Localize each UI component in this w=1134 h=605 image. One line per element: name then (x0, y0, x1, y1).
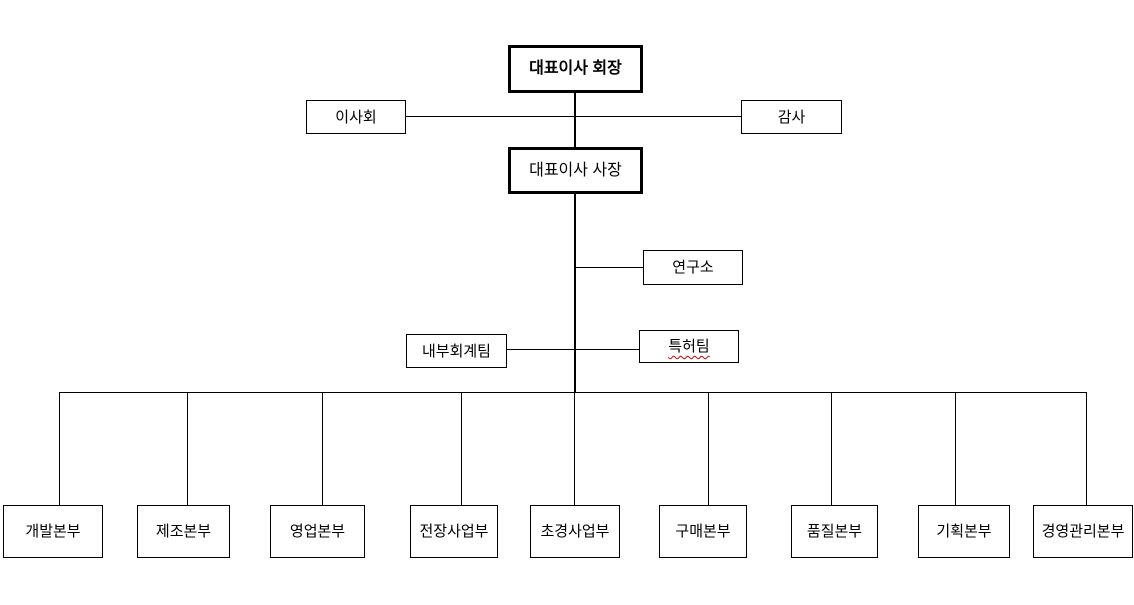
node-patent-label: 특허팀 (668, 338, 710, 355)
node-division-quality[interactable]: 품질본부 (791, 505, 878, 558)
division-label: 구매본부 (675, 523, 731, 540)
division-label: 기획본부 (936, 523, 992, 540)
node-research-label: 연구소 (672, 259, 714, 276)
division-label: 품질본부 (806, 523, 863, 540)
connector-accounting-patent (507, 349, 639, 350)
division-label: 개발본부 (25, 523, 81, 540)
connector-president-stem (574, 194, 576, 393)
node-division-manufacturing[interactable]: 제조본부 (137, 505, 230, 558)
connector-drop-2 (187, 392, 188, 505)
node-internal-accounting[interactable]: 내부회계팀 (406, 334, 507, 368)
division-label: 전장사업부 (419, 523, 489, 540)
connector-drop-7 (831, 392, 832, 505)
connector-drop-3 (322, 392, 323, 505)
connector-drop-8 (955, 392, 956, 505)
connector-chairman-president (574, 93, 576, 148)
node-research[interactable]: 연구소 (643, 250, 743, 285)
connector-division-bus (59, 392, 1087, 393)
connector-research-branch (575, 267, 643, 268)
node-board-label: 이사회 (335, 108, 377, 126)
node-president-label: 대표이사 사장 (529, 161, 622, 179)
node-audit[interactable]: 감사 (741, 100, 842, 134)
connector-drop-6 (708, 392, 709, 505)
connector-drop-5 (574, 392, 575, 505)
node-division-sales[interactable]: 영업본부 (270, 505, 365, 558)
node-division-carbide[interactable]: 초경사업부 (530, 505, 620, 558)
connector-drop-1 (59, 392, 60, 505)
node-audit-label: 감사 (777, 108, 806, 126)
node-president[interactable]: 대표이사 사장 (508, 147, 643, 194)
node-division-electronics[interactable]: 전장사업부 (410, 505, 498, 558)
division-label: 경영관리본부 (1041, 523, 1125, 540)
division-label: 초경사업부 (540, 523, 610, 540)
node-division-development[interactable]: 개발본부 (3, 505, 103, 558)
node-board[interactable]: 이사회 (306, 100, 406, 134)
node-internal-accounting-label: 내부회계팀 (421, 342, 491, 360)
connector-drop-9 (1086, 392, 1087, 505)
node-patent[interactable]: 특허팀 (639, 330, 739, 363)
node-division-planning[interactable]: 기획본부 (918, 505, 1010, 558)
division-label: 영업본부 (289, 523, 346, 540)
division-label: 제조본부 (155, 523, 212, 540)
node-chairman-label: 대표이사 회장 (529, 60, 622, 77)
node-division-purchasing[interactable]: 구매본부 (659, 505, 747, 558)
connector-drop-4 (461, 392, 462, 505)
node-chairman[interactable]: 대표이사 회장 (508, 45, 643, 93)
connector-board-audit (406, 116, 741, 117)
node-division-management[interactable]: 경영관리본부 (1033, 505, 1133, 558)
